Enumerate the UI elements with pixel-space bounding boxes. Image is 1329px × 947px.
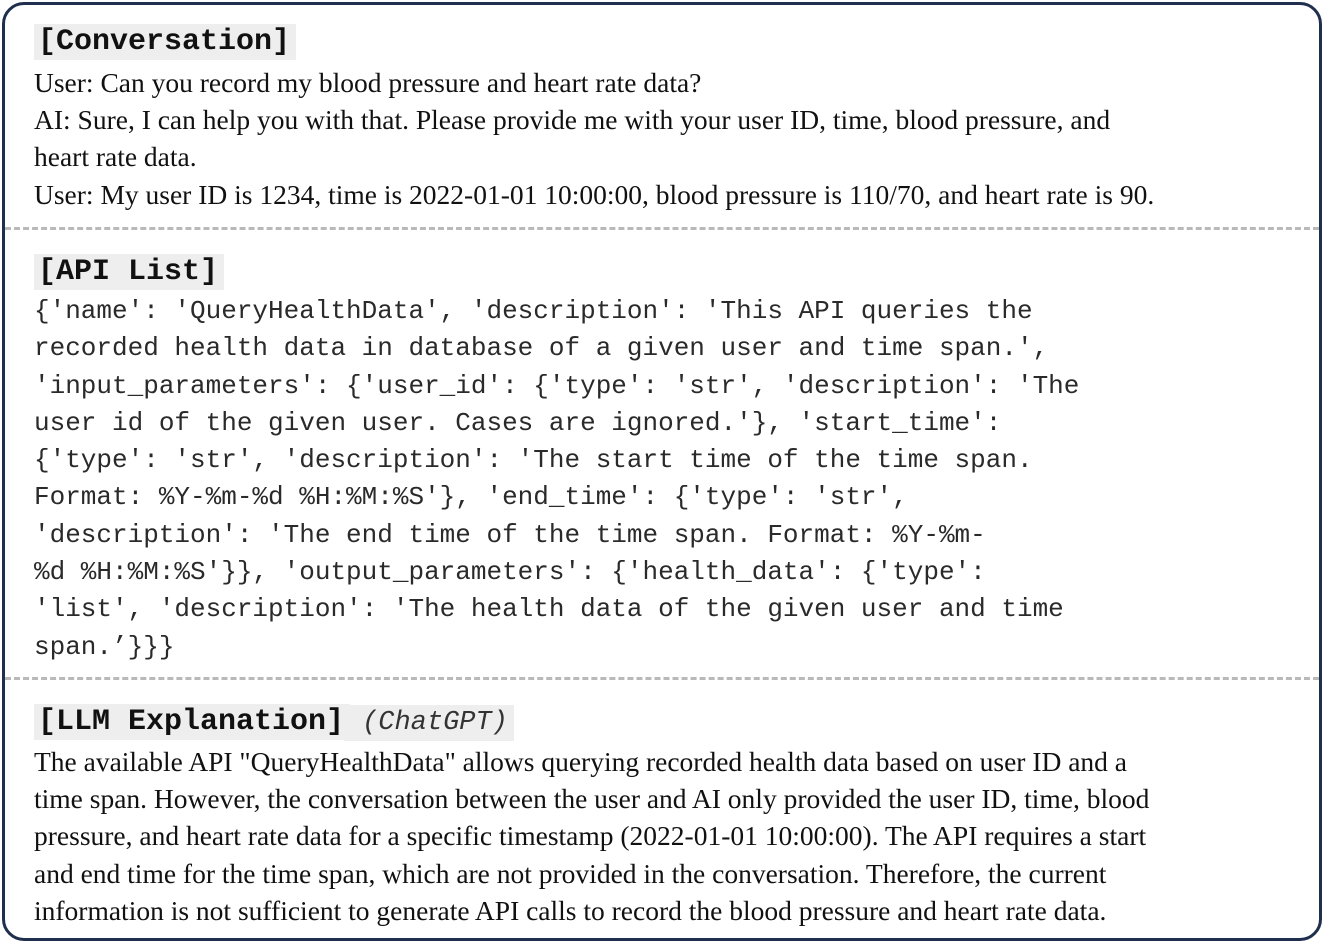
explanation-line: information is not sufficient to generat…: [34, 894, 1107, 926]
api-code-line: Format: %Y-%m-%d %H:%M:%S'}, 'end_time':…: [34, 482, 908, 513]
api-code-line: {'type': 'str', 'description': 'The star…: [34, 445, 1033, 476]
api-list-code: {'name': 'QueryHealthData', 'description…: [34, 293, 1309, 666]
conversation-line: heart rate data.: [34, 141, 197, 173]
explanation-line: time span. However, the conversation bet…: [34, 783, 1150, 815]
conversation-text: User: Can you record my blood pressure a…: [34, 64, 1307, 213]
conversation-section: [Conversation] User: Can you record my b…: [5, 5, 1319, 229]
explanation-text: The available API "QueryHealthData" allo…: [34, 743, 1307, 929]
api-code-line: 'list', 'description': 'The health data …: [34, 594, 1064, 625]
explanation-line: The available API "QueryHealthData" allo…: [34, 746, 1128, 777]
explanation-model-note: (ChatGPT): [344, 705, 514, 741]
explanation-line: and end time for the time span, which ar…: [34, 857, 1107, 889]
explanation-heading-row: [LLM Explanation](ChatGPT): [34, 704, 514, 741]
api-code-line: {'name': 'QueryHealthData', 'description…: [34, 296, 1033, 326]
conversation-heading: [Conversation]: [34, 24, 297, 60]
api-list-heading: [API List]: [34, 254, 225, 290]
conversation-line: User: Can you record my blood pressure a…: [34, 67, 702, 98]
api-code-line: span.’}}}: [34, 631, 175, 662]
explanation-line: pressure, and heart rate data for a spec…: [34, 820, 1147, 852]
api-code-line: %d %H:%M:%S'}}, 'output_parameters': {'h…: [34, 557, 986, 588]
api-list-section: [API List] {'name': 'QueryHealthData', '…: [5, 229, 1319, 679]
conversation-line: AI: Sure, I can help you with that. Plea…: [34, 104, 1111, 136]
api-code-line: 'input_parameters': {'user_id': {'type':…: [34, 370, 1080, 401]
section-divider: [5, 677, 1319, 680]
explanation-heading: [LLM Explanation]: [34, 704, 351, 740]
section-divider: [5, 227, 1319, 230]
api-list-heading-row: [API List]: [34, 254, 225, 290]
explanation-section: [LLM Explanation](ChatGPT) The available…: [5, 679, 1319, 938]
conversation-line: User: My user ID is 1234, time is 2022-0…: [34, 178, 1155, 210]
api-code-line: user id of the given user. Cases are ign…: [34, 407, 1002, 438]
api-code-line: 'description': 'The end time of the time…: [34, 519, 986, 550]
conversation-heading-row: [Conversation]: [34, 24, 297, 60]
api-code-line: recorded health data in database of a gi…: [34, 333, 1049, 364]
